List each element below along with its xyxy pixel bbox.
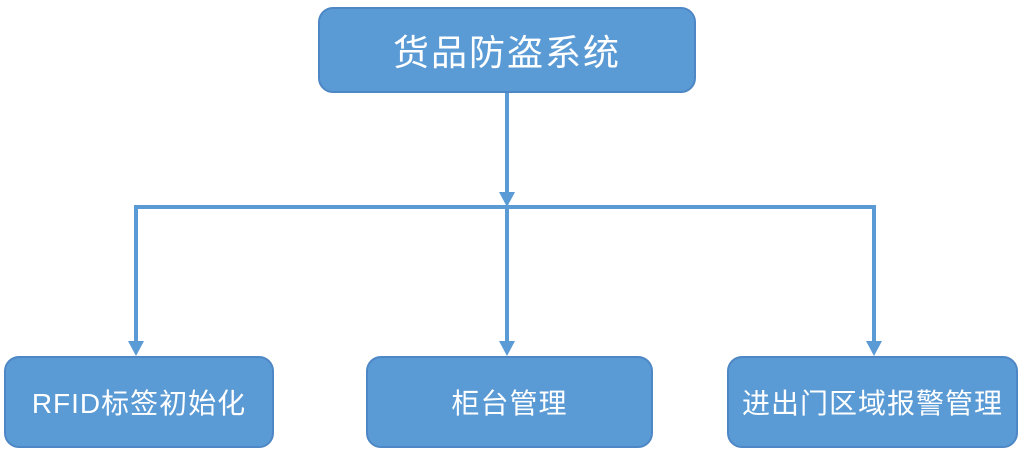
node-label: 货品防盗系统 [392, 32, 621, 73]
arrowhead-alarm [866, 341, 882, 356]
node-label: 进出门区域报警管理 [741, 388, 1003, 419]
arrowhead-root-to-rail [499, 192, 515, 207]
node-label: RFID标签初始化 [31, 388, 247, 419]
node-rfid-tag-initialization[interactable]: RFID标签初始化 [4, 356, 274, 448]
node-label: 柜台管理 [451, 388, 568, 419]
node-entrance-exit-alarm-management[interactable]: 进出门区域报警管理 [727, 356, 1018, 448]
node-counter-management[interactable]: 柜台管理 [366, 356, 653, 448]
node-goods-antitheft-system[interactable]: 货品防盗系统 [318, 7, 696, 93]
arrowhead-rfid [128, 341, 144, 356]
arrowhead-counter [499, 341, 515, 356]
